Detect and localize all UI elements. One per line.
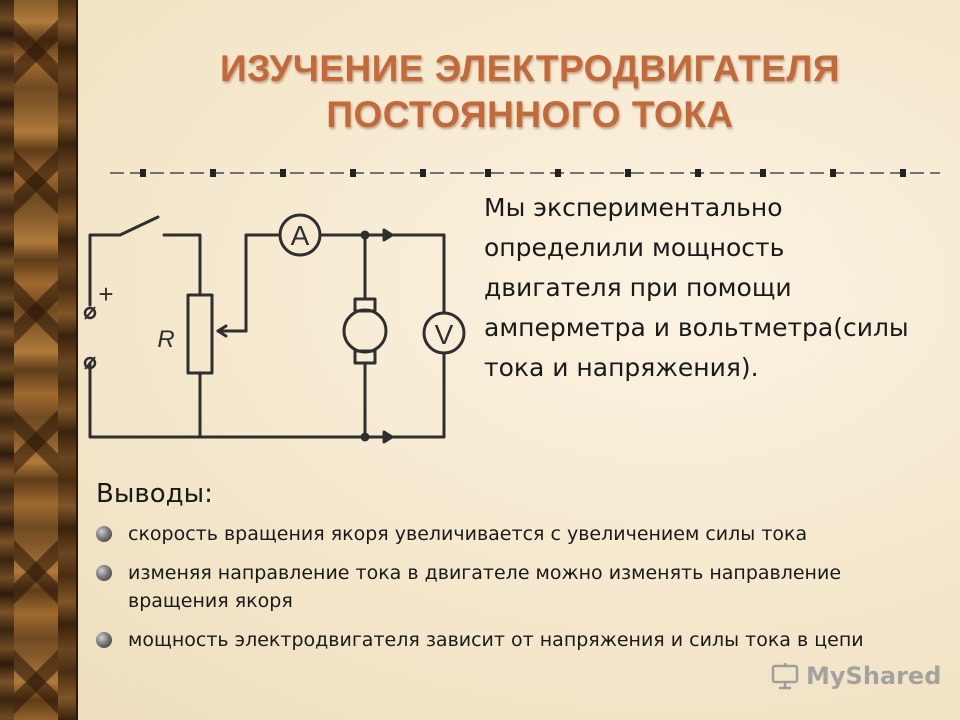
plus-label: + <box>98 279 113 309</box>
watermark: MyShared <box>770 660 941 692</box>
dashed-divider <box>110 169 940 177</box>
strip-ornament <box>14 280 58 344</box>
conclusions-heading: Выводы: <box>96 479 213 509</box>
strip-edge-line <box>76 0 78 720</box>
bullet-icon <box>96 526 112 542</box>
experiment-description: Мы экспериментально определили мощность … <box>484 193 909 382</box>
motor-circle <box>342 308 388 354</box>
strip-ornament <box>14 540 58 604</box>
list-item: изменяя направление тока в двигателе мож… <box>92 559 912 615</box>
plus-terminal <box>83 306 97 320</box>
bullet-icon <box>96 632 112 648</box>
strip-ornament <box>14 150 58 214</box>
bullet-icon <box>96 565 112 581</box>
ammeter-label: A <box>291 220 310 251</box>
resistor-symbol <box>186 293 214 375</box>
presentation-board-icon <box>771 663 799 690</box>
switch-blade <box>118 215 160 237</box>
conclusion-text: скорость вращения якоря увеличивается с … <box>128 523 808 545</box>
strip-ornament <box>14 20 58 84</box>
decorative-side-strip <box>0 0 78 720</box>
watermark-text: MyShared <box>806 662 942 690</box>
voltmeter-label: V <box>435 319 454 350</box>
strip-ornament <box>14 410 58 474</box>
strip-column-right <box>58 0 78 720</box>
list-item: мощность электродвигателя зависит от нап… <box>92 626 912 654</box>
strip-column-middle <box>14 0 58 720</box>
circuit-diagram: A V R + <box>83 213 466 444</box>
conclusion-text: изменяя направление тока в двигателе мож… <box>128 562 842 612</box>
conclusions-list: скорость вращения якоря увеличивается с … <box>92 520 912 665</box>
strip-column-left <box>0 0 14 720</box>
title-line-1: ИЗУЧЕНИЕ ЭЛЕКТРОДВИГАТЕЛЯ <box>219 48 840 89</box>
list-item: скорость вращения якоря увеличивается с … <box>92 520 912 548</box>
slide-title: ИЗУЧЕНИЕ ЭЛЕКТРОДВИГАТЕЛЯ ПОСТОЯННОГО ТО… <box>150 46 910 138</box>
resistor-label: R <box>157 326 174 353</box>
conclusion-text: мощность электродвигателя зависит от нап… <box>128 629 864 651</box>
minus-terminal <box>83 356 97 370</box>
strip-ornament <box>14 650 58 714</box>
title-line-2: ПОСТОЯННОГО ТОКА <box>326 94 734 135</box>
